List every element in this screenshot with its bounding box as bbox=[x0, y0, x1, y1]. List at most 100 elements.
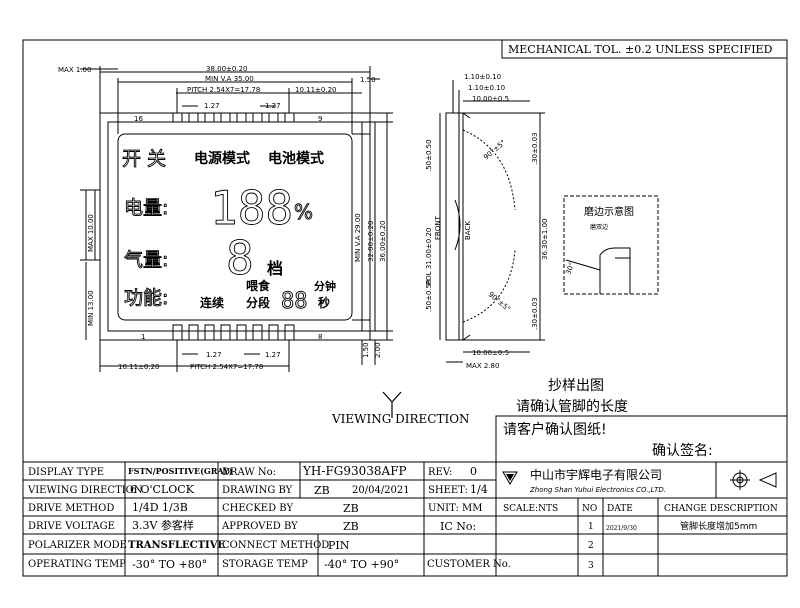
row-value: 1/4D 1/3B bbox=[132, 501, 188, 514]
dim-pin-left-bot: 10.11±0.20 bbox=[118, 363, 160, 371]
row-value: TRANSFLECTIVE bbox=[128, 540, 225, 551]
dim-max-10: MAX 10.00 bbox=[87, 214, 95, 252]
viewing-area bbox=[117, 133, 353, 321]
approved-label: APPROVED BY bbox=[221, 521, 298, 532]
side-r30a: .30±0.03 bbox=[531, 132, 539, 165]
pin-label-16: 16 bbox=[134, 115, 143, 123]
sheet-border bbox=[22, 39, 788, 577]
drawing-by: ZB bbox=[314, 484, 330, 497]
row-label: VIEWING DIRECTION bbox=[27, 485, 143, 496]
dim-pin-w-a: 1.27 bbox=[204, 102, 220, 110]
seg-gear: 档 bbox=[267, 259, 283, 278]
unit-label: UNIT: MM bbox=[428, 503, 482, 514]
tolerance-text: MECHANICAL TOL. ±0.2 UNLESS SPECIFIED bbox=[508, 43, 773, 56]
row-value: -30° TO +80° bbox=[132, 558, 207, 571]
dim-pin-w-c: 1.27 bbox=[206, 351, 222, 359]
note-confirm: 请确认管脚的长度 bbox=[516, 399, 628, 415]
dim-pin-w-d: 1.27 bbox=[265, 351, 281, 359]
seg-battery-mode: 电池模式 bbox=[268, 150, 324, 167]
side-h3630: 36.30±1.00 bbox=[541, 219, 549, 261]
side-r30b: .30±0.03 bbox=[531, 297, 539, 330]
seg-quantity: 电量: bbox=[124, 197, 168, 219]
change-no: 2 bbox=[588, 541, 594, 551]
side-view bbox=[439, 80, 545, 363]
dim-h36: 36.00±0.20 bbox=[379, 221, 387, 263]
change-date: 2021/9/30 bbox=[606, 525, 637, 532]
pin-label-9: 9 bbox=[318, 115, 322, 123]
change-no: 3 bbox=[588, 561, 594, 571]
pin-label-8: 8 bbox=[318, 333, 322, 341]
side-dimensions: 1.10±0.10 1.10±0.10 10.00±0.5 FRONT BACK… bbox=[425, 73, 549, 370]
sheet-label: SHEET: bbox=[428, 485, 468, 496]
seg-continuous: 连续 bbox=[200, 295, 224, 310]
note-sample: 抄样出图 bbox=[548, 378, 604, 394]
seg-function: 功能: bbox=[124, 287, 168, 309]
drawing-by-label: DRAWING BY bbox=[222, 485, 293, 496]
dim-110b: 1.10±0.10 bbox=[468, 84, 505, 92]
left-edge-strip bbox=[94, 189, 101, 261]
row-value: 3.3V 参客样 bbox=[132, 518, 194, 532]
seg-second: 秒 bbox=[318, 295, 330, 310]
detail-label: 磨双边 bbox=[590, 223, 608, 231]
change-date-header: DATE bbox=[607, 504, 633, 514]
dim-1000b: 10.00±0.5 bbox=[472, 349, 509, 357]
row-label: DRIVE VOLTAGE bbox=[28, 521, 115, 532]
seg-feed: 喂食 bbox=[246, 278, 271, 293]
spec-table: DISPLAY TYPE FSTN/POSITIVE(GRAY) VIEWING… bbox=[27, 466, 233, 571]
storage: -40° TO +90° bbox=[324, 558, 399, 571]
checked-label: CHECKED BY bbox=[222, 503, 293, 514]
bottom-pins bbox=[172, 324, 295, 341]
connect: PIN bbox=[328, 539, 350, 552]
seg-segmented: 分段 bbox=[246, 295, 271, 310]
change-no-header: NO bbox=[582, 504, 597, 514]
detail-title: 磨边示意图 bbox=[584, 205, 634, 218]
dim-width: 38.00±0.20 bbox=[206, 65, 248, 73]
row-value: FSTN/POSITIVE(GRAY) bbox=[128, 466, 233, 476]
title-block-grid bbox=[23, 461, 787, 576]
rev-label: REV: bbox=[428, 467, 452, 478]
seg-percent: % bbox=[294, 200, 313, 224]
tolerance-box bbox=[501, 39, 788, 59]
customer-label: CUSTOMER No. bbox=[427, 559, 511, 570]
change-table: SCALE:NTS NO DATE CHANGE DESCRIPTION 1 2… bbox=[503, 504, 778, 571]
front-view bbox=[80, 66, 402, 418]
dim-pitch-bot: PITCH 2.54X7=17.78 bbox=[190, 363, 263, 371]
side-ang90b: 90°±5° bbox=[487, 290, 512, 313]
detail-angle: 30° bbox=[564, 261, 576, 275]
dim-va-h: MIN V.A 29.00 bbox=[354, 213, 362, 262]
row-label: OPERATING TEMP bbox=[28, 559, 126, 570]
storage-label: STORAGE TEMP bbox=[222, 559, 308, 570]
sheet: 1/4 bbox=[470, 483, 488, 496]
dim-max280: MAX 2.80 bbox=[466, 362, 499, 370]
dim-bot-2: 2.00 bbox=[374, 342, 382, 358]
dim-110a: 1.10±0.10 bbox=[464, 73, 501, 81]
draw-no: YH-FG93038AFP bbox=[302, 464, 407, 478]
front-dimensions: MAX 1.00 38.00±0.20 MIN V.A 35.00 1.50 P… bbox=[58, 65, 387, 371]
row-label: POLARIZER MODE bbox=[28, 540, 127, 551]
seg-power-mode: 电源模式 bbox=[194, 150, 250, 167]
note-signature: 确认签名: bbox=[652, 442, 713, 459]
rev: 0 bbox=[470, 465, 477, 478]
side-front: FRONT bbox=[434, 215, 442, 240]
company-logo bbox=[502, 471, 518, 485]
dim-1000t: 10.00±0.5 bbox=[472, 95, 509, 103]
company-en: Zhong Shan Yuhui Electronics CO.,LTD. bbox=[529, 486, 666, 494]
dim-min-13: MIN 13.00 bbox=[87, 290, 95, 326]
projection-symbol bbox=[730, 470, 777, 490]
top-pins bbox=[172, 112, 295, 123]
seg-gas: 气量: bbox=[124, 249, 168, 271]
viewing-direction: VIEWING DIRECTION bbox=[331, 412, 470, 426]
row-label: DISPLAY TYPE bbox=[28, 467, 104, 478]
drawing-info: DRAW No: YH-FG93038AFP REV: 0 DRAWING BY… bbox=[221, 464, 511, 571]
dim-right-top: 1.50 bbox=[360, 76, 376, 84]
dim-pin-right-top: 10.11±0.20 bbox=[295, 86, 337, 94]
checked: ZB bbox=[343, 502, 359, 515]
ic-label: IC No: bbox=[440, 520, 476, 533]
change-no: 1 bbox=[588, 522, 594, 532]
seg-onoff: 开 关 bbox=[122, 148, 166, 170]
pin-label-1: 1 bbox=[141, 333, 145, 341]
draw-no-label: DRAW No: bbox=[222, 467, 276, 478]
change-desc: 管脚长度增加5mm bbox=[680, 520, 757, 532]
dim-va: MIN V.A 35.00 bbox=[205, 75, 254, 83]
